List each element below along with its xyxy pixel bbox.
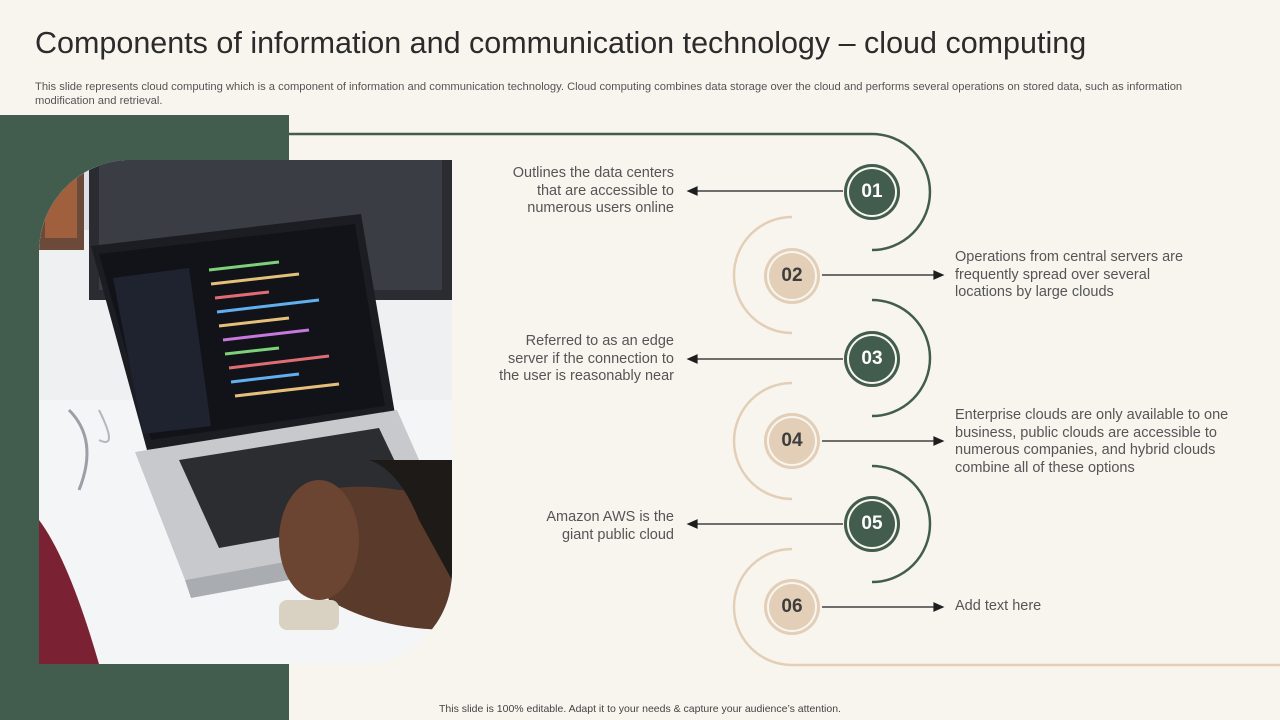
step-badge-03: 03	[844, 331, 900, 387]
step-badge-02: 02	[764, 248, 820, 304]
step-text-03: Referred to as an edge server if the con…	[499, 333, 674, 385]
step-badge-05: 05	[844, 496, 900, 552]
laptop-photo	[39, 160, 452, 664]
arrow-head-03	[686, 354, 698, 364]
step-badge-01: 01	[844, 164, 900, 220]
step-badge-04: 04	[764, 413, 820, 469]
laptop-photo-icon	[39, 160, 452, 664]
step-badge-06: 06	[764, 579, 820, 635]
step-text-06: Add text here	[955, 598, 1042, 614]
connector-curve-01	[289, 132, 932, 252]
arrow-head-01	[686, 186, 698, 196]
step-text-05: Amazon AWS is the giant public cloud	[546, 509, 674, 543]
connector-curve-03	[871, 298, 932, 418]
step-text-04: Enterprise clouds are only available to …	[955, 407, 1229, 476]
step-text-02: Operations from central servers are freq…	[955, 249, 1184, 301]
connector-curve-04	[732, 381, 793, 501]
slide-subtitle: This slide represents cloud computing wh…	[35, 81, 1183, 107]
arrow-head-06	[933, 602, 945, 612]
step-text-01: Outlines the data centers that are acces…	[512, 165, 674, 217]
connector-curve-06	[732, 547, 1280, 667]
slide-title: Components of information and communicat…	[35, 26, 1087, 60]
arrow-head-05	[686, 519, 698, 529]
arrow-head-04	[933, 436, 945, 446]
connector-curve-02	[732, 215, 793, 335]
slide-footer: This slide is 100% editable. Adapt it to…	[439, 703, 841, 715]
arrow-head-02	[933, 270, 945, 280]
connector-curve-05	[871, 464, 932, 584]
